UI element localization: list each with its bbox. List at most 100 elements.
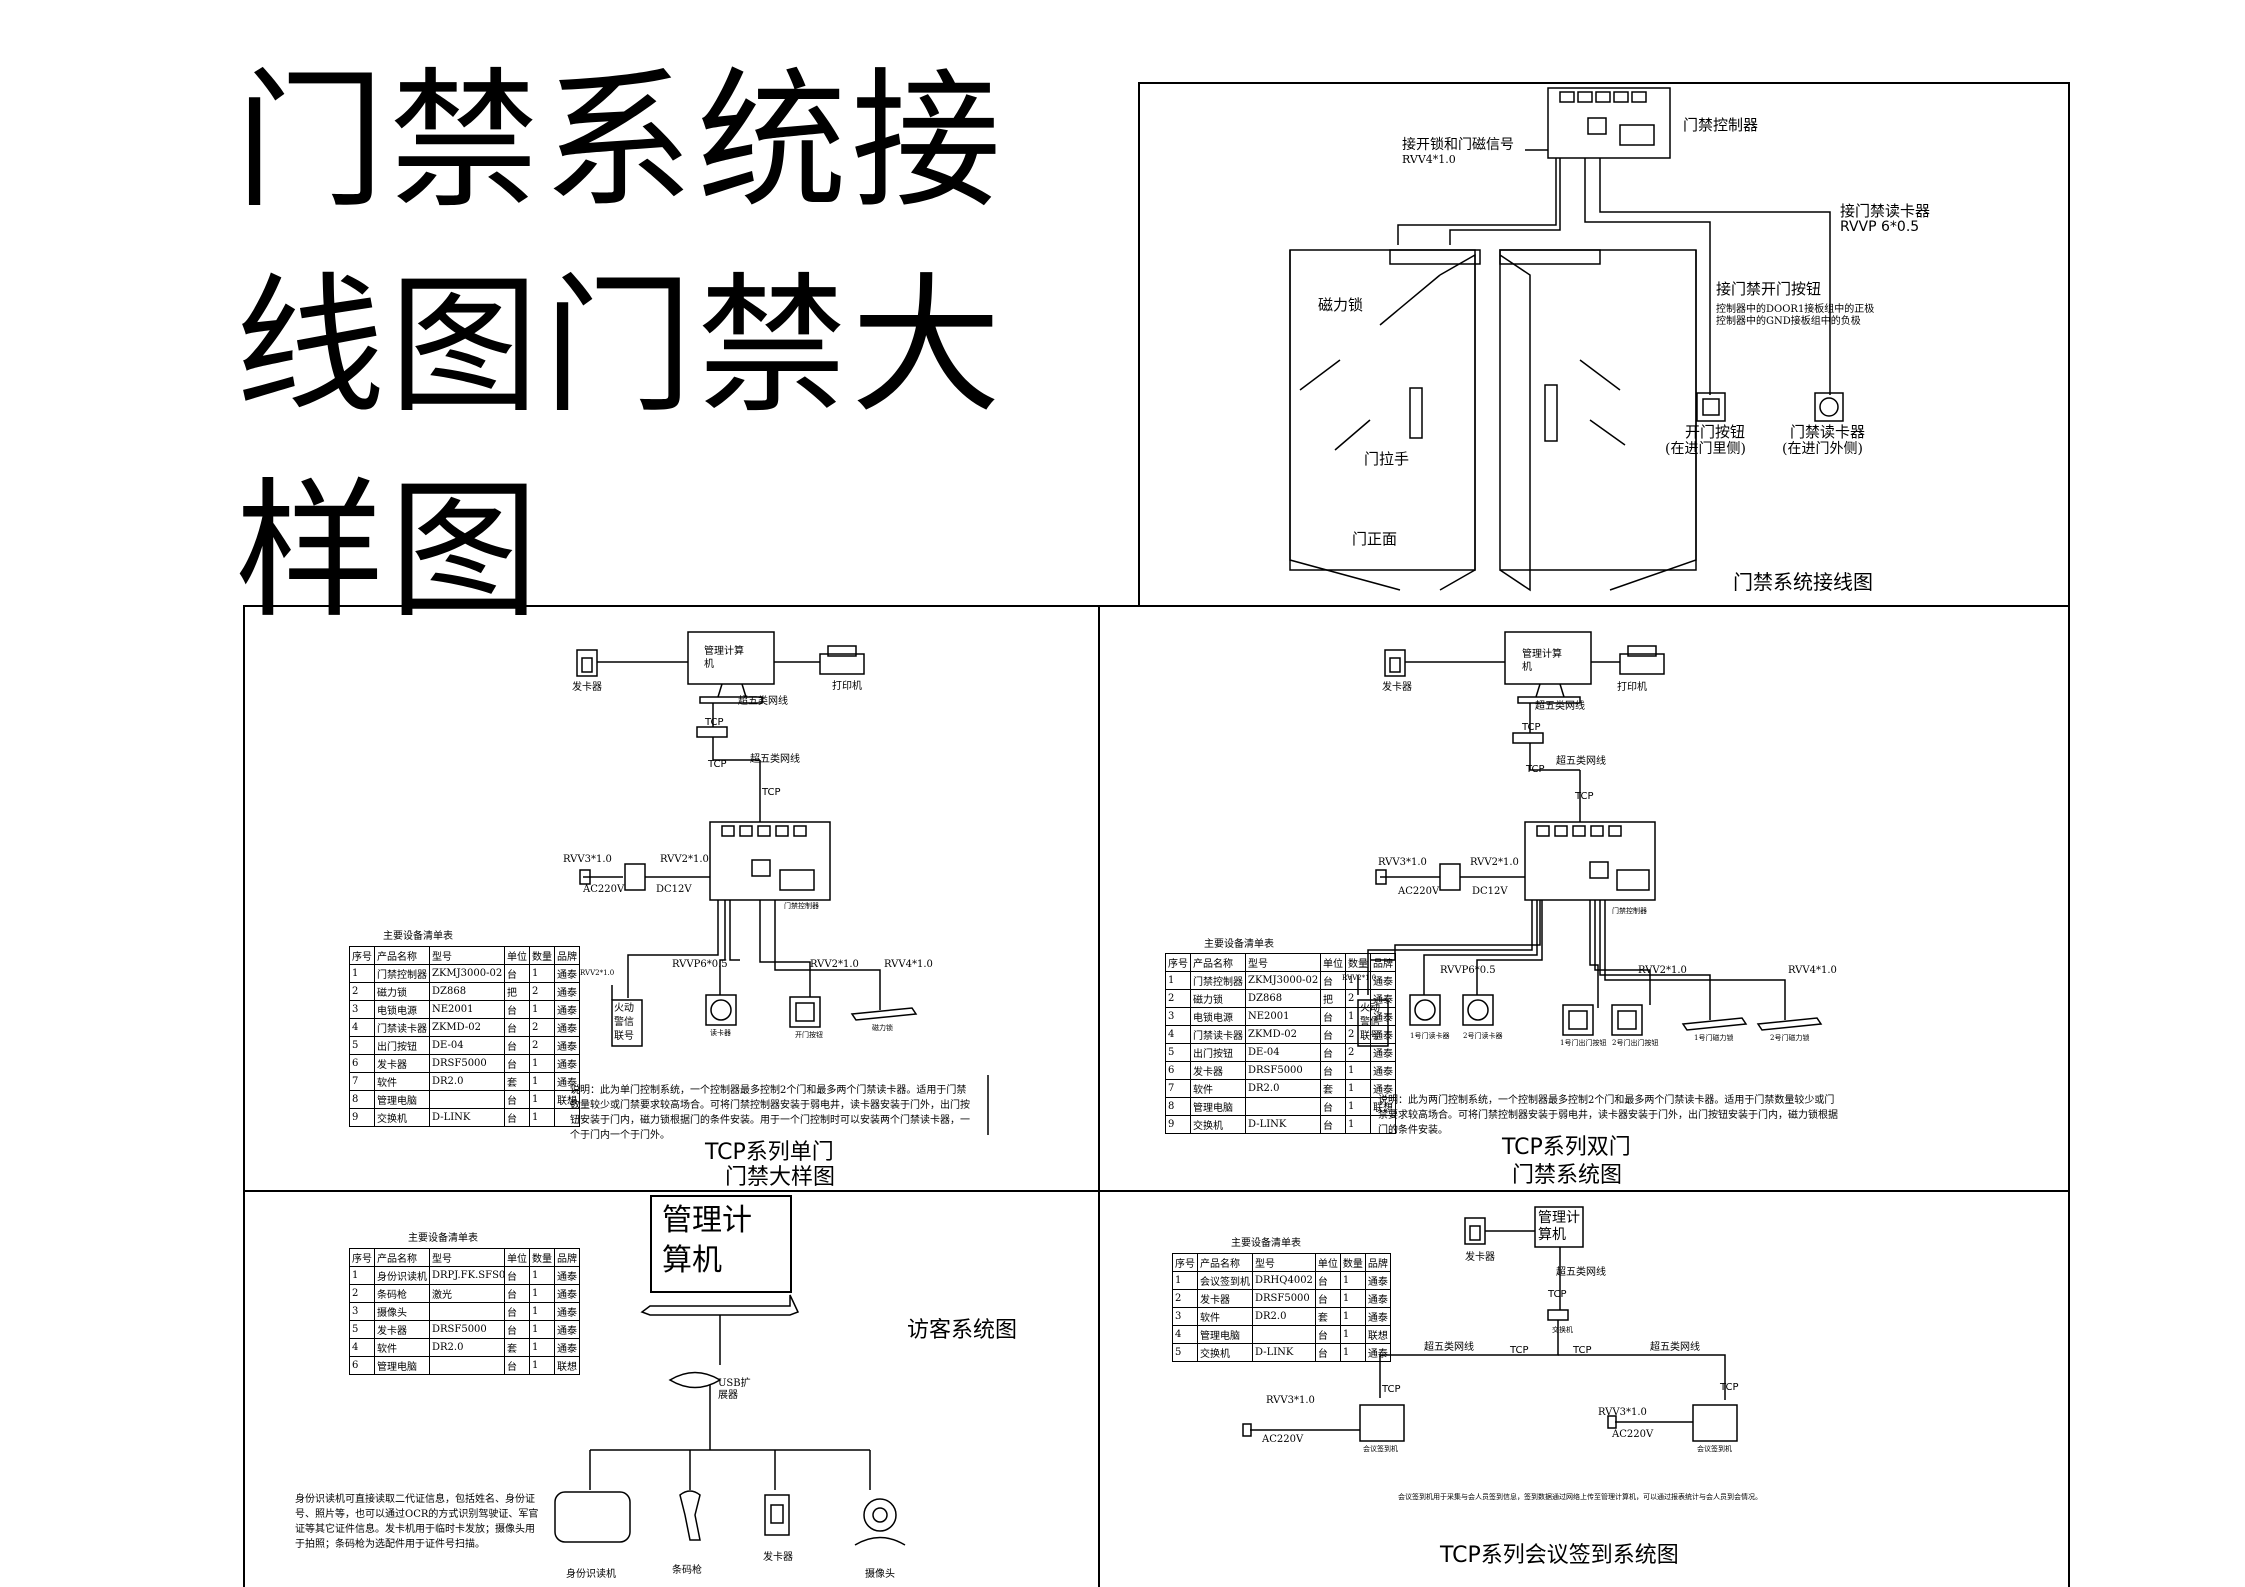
table-cell: 台 bbox=[504, 1356, 530, 1375]
double-button-1: 1号门出门按钮 bbox=[1560, 1039, 1607, 1047]
table-cell: 门禁读卡器 bbox=[374, 1018, 430, 1037]
table-header-cell: 数量 bbox=[1339, 1253, 1366, 1272]
table-cell: 通泰 bbox=[554, 1266, 580, 1285]
table-cell: 1 bbox=[529, 1356, 555, 1375]
table-cell: 电锁电源 bbox=[1190, 1007, 1246, 1026]
table-cell: 台 bbox=[504, 1284, 530, 1303]
table-cell: DRSF5000 bbox=[429, 1054, 505, 1073]
table-cell: 联想 bbox=[554, 1356, 580, 1375]
table-cell: 3 bbox=[349, 1302, 375, 1321]
meeting-note: 会议签到机用于采集与会人员签到信息，签到数据通过网络上传至管理计算机，可以通过报… bbox=[1398, 1493, 1762, 1501]
table-cell: 联想 bbox=[1364, 1325, 1391, 1344]
table-header-cell: 产品名称 bbox=[374, 1248, 430, 1267]
table-cell: 通泰 bbox=[554, 1302, 580, 1321]
table-cell: 4 bbox=[1165, 1025, 1191, 1044]
single-tcp-a: TCP bbox=[705, 717, 724, 728]
table-cell: 1 bbox=[1345, 1097, 1371, 1116]
single-rvvp: RVVP6*0.5 bbox=[672, 959, 728, 970]
table-cell: 1 bbox=[1339, 1271, 1366, 1290]
table-cell: 2 bbox=[1172, 1289, 1198, 1308]
table-cell: 2 bbox=[529, 1018, 555, 1037]
double-cat5-a: 超五类网线 bbox=[1535, 701, 1585, 712]
double-rvv4: RVV4*1.0 bbox=[1788, 965, 1837, 976]
table-cell: 2 bbox=[349, 1284, 375, 1303]
visitor-dev-issuer: 发卡器 bbox=[763, 1552, 793, 1563]
table-header-cell: 型号 bbox=[429, 946, 505, 965]
meeting-dev-r: 会议签到机 bbox=[1697, 1445, 1732, 1453]
double-dc: DC12V bbox=[1472, 886, 1508, 897]
table-cell: 通泰 bbox=[1370, 989, 1396, 1008]
table-cell: D-LINK bbox=[1252, 1343, 1316, 1362]
page-title: 门禁系统接线图门禁大样图 bbox=[235, 55, 1006, 639]
visitor-dev-barcode: 条码枪 bbox=[672, 1565, 702, 1576]
table-cell: 会议签到机 bbox=[1197, 1271, 1253, 1290]
table-cell: 通泰 bbox=[554, 1036, 580, 1055]
table-cell: DR2.0 bbox=[429, 1338, 505, 1357]
table-cell: 电锁电源 bbox=[374, 1000, 430, 1019]
table-cell: 2 bbox=[1165, 989, 1191, 1008]
table-cell: 1 bbox=[1345, 1007, 1371, 1026]
table-cell bbox=[429, 1090, 505, 1109]
table-cell: 台 bbox=[1320, 1043, 1346, 1062]
table-cell: 套 bbox=[504, 1338, 530, 1357]
table-cell: 1 bbox=[1345, 1061, 1371, 1080]
table-cell: 门禁读卡器 bbox=[1190, 1025, 1246, 1044]
table-cell: 2 bbox=[529, 1036, 555, 1055]
visitor-caption: 访客系统图 bbox=[907, 1318, 1018, 1343]
table-cell: 套 bbox=[1314, 1307, 1341, 1326]
table-cell bbox=[1245, 1097, 1321, 1116]
table-cell: 台 bbox=[504, 964, 530, 983]
table-cell: 摄像头 bbox=[374, 1302, 430, 1321]
table-cell: 5 bbox=[349, 1320, 375, 1339]
table-header-cell: 型号 bbox=[1252, 1253, 1316, 1272]
table-cell: DRPJ.FK.SFS0 bbox=[429, 1266, 505, 1285]
table-cell: 5 bbox=[1172, 1343, 1198, 1362]
meeting-switch: 交换机 bbox=[1552, 1326, 1573, 1334]
table-header-cell: 单位 bbox=[1314, 1253, 1341, 1272]
double-computer-label: 管理计算机 bbox=[1522, 649, 1562, 673]
table-header-cell: 品牌 bbox=[554, 1248, 580, 1267]
table-cell: 1 bbox=[1339, 1325, 1366, 1344]
table-cell: 通泰 bbox=[1364, 1289, 1391, 1308]
table-cell: 台 bbox=[1320, 1097, 1346, 1116]
double-note: 说明：此为两门控制系统，一个控制器最多控制2个门和最多两个门禁读卡器。适用于门禁… bbox=[1378, 1095, 1838, 1136]
controller-label: 门禁控制器 bbox=[1683, 116, 1759, 134]
table-header-row: 序号产品名称型号单位数量品牌 bbox=[349, 1248, 580, 1267]
table-cell: 出门按钮 bbox=[1190, 1043, 1246, 1062]
double-issuer-label: 发卡器 bbox=[1382, 682, 1412, 693]
table-header-cell: 序号 bbox=[349, 946, 375, 965]
table-cell: 管理电脑 bbox=[374, 1090, 430, 1109]
table-cell: 台 bbox=[504, 1036, 530, 1055]
table-cell: 2 bbox=[349, 982, 375, 1001]
single-tcp-c: TCP bbox=[762, 787, 781, 798]
table-cell: 1 bbox=[529, 1000, 555, 1019]
single-table-title: 主要设备清单表 bbox=[383, 931, 453, 942]
table-cell: 3 bbox=[1165, 1007, 1191, 1026]
table-cell: 通泰 bbox=[554, 1054, 580, 1073]
table-header-cell: 单位 bbox=[504, 946, 530, 965]
table-cell: ZKMD-02 bbox=[429, 1018, 505, 1037]
table-cell: 2 bbox=[529, 982, 555, 1001]
meeting-cat5-a: 超五类网线 bbox=[1556, 1267, 1606, 1278]
table-cell: 通泰 bbox=[554, 1000, 580, 1019]
table-cell: 台 bbox=[1314, 1343, 1341, 1362]
table-cell: 1 bbox=[1339, 1307, 1366, 1326]
meeting-dev-l: 会议签到机 bbox=[1363, 1445, 1398, 1453]
single-caption-1: TCP系列单门 bbox=[705, 1140, 834, 1165]
table-cell: 1 bbox=[349, 1266, 375, 1285]
table-cell: 1 bbox=[529, 1284, 555, 1303]
single-tcp-b: TCP bbox=[708, 759, 727, 770]
table-cell: 套 bbox=[504, 1072, 530, 1091]
table-cell: 4 bbox=[349, 1338, 375, 1357]
double-rvvp: RVVP6*0.5 bbox=[1440, 965, 1496, 976]
single-computer-label: 管理计算机 bbox=[704, 646, 744, 670]
double-rvv2b: RVV2*1.0 bbox=[1638, 965, 1687, 976]
meeting-ac-r: AC220V bbox=[1612, 1429, 1654, 1440]
table-cell: DRSF5000 bbox=[429, 1320, 505, 1339]
table-cell: 门禁控制器 bbox=[374, 964, 430, 983]
